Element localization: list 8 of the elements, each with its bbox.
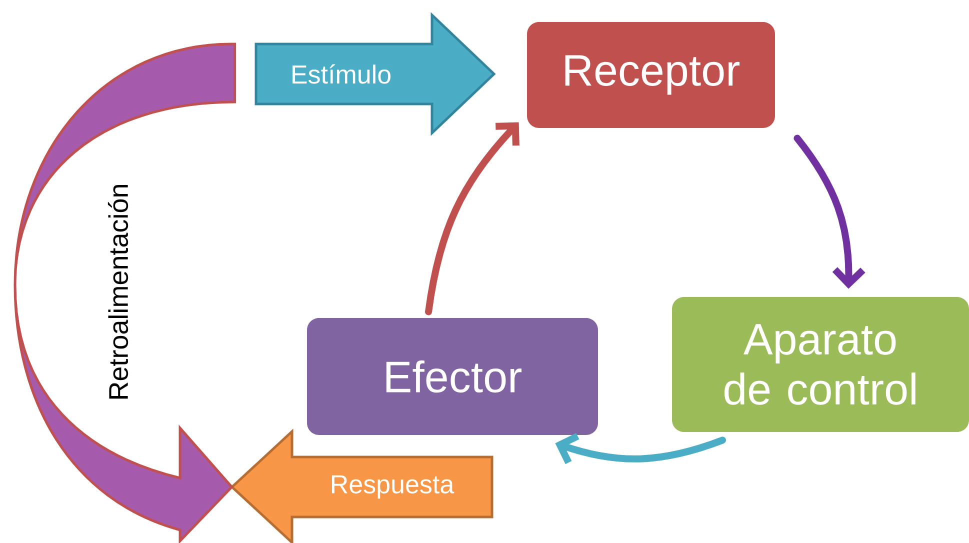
curved-arrow bbox=[555, 432, 726, 464]
curved-arrow bbox=[794, 134, 866, 289]
edge-label: Retroalimentación bbox=[108, 184, 128, 399]
curved-arrow bbox=[425, 122, 520, 316]
process-box: Receptor bbox=[527, 22, 775, 128]
curved-block-arrow bbox=[14, 42, 236, 542]
process-box: Efector bbox=[307, 318, 598, 435]
process-box: Aparato de control bbox=[672, 297, 969, 432]
